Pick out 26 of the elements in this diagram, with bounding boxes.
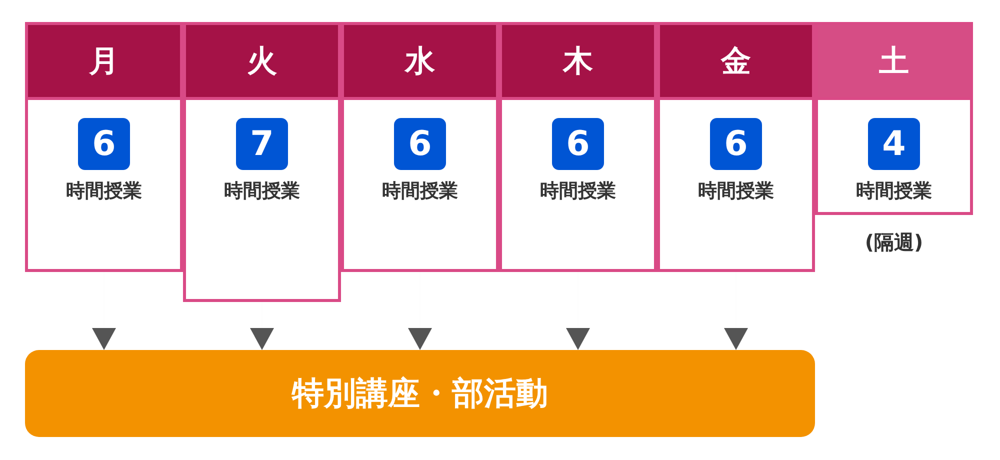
hours-badge: 6 [552, 118, 604, 170]
hours-badge: 6 [394, 118, 446, 170]
lesson-card [657, 97, 815, 272]
lesson-label: 時間授業 [66, 179, 142, 204]
hours-badge: 4 [868, 118, 920, 170]
day-header: 水 [341, 22, 499, 100]
lesson-label: 時間授業 [856, 179, 932, 204]
day-header: 金 [657, 22, 815, 100]
lesson-card [341, 97, 499, 272]
lesson-card [183, 97, 341, 302]
day-header: 土 [815, 22, 973, 100]
day-header: 月 [25, 22, 183, 100]
note-text: (隔週) [864, 229, 924, 256]
lesson-card [25, 97, 183, 272]
day-header: 木 [499, 22, 657, 100]
day-header: 火 [183, 22, 341, 100]
activity-bar: 特別講座・部活動 [25, 350, 815, 437]
lesson-label: 時間授業 [382, 179, 458, 204]
lesson-label: 時間授業 [698, 179, 774, 204]
lesson-card [815, 97, 973, 215]
hours-badge: 6 [710, 118, 762, 170]
lesson-card [499, 97, 657, 272]
lesson-label: 時間授業 [540, 179, 616, 204]
hours-badge: 6 [78, 118, 130, 170]
hours-badge: 7 [236, 118, 288, 170]
lesson-label: 時間授業 [224, 179, 300, 204]
